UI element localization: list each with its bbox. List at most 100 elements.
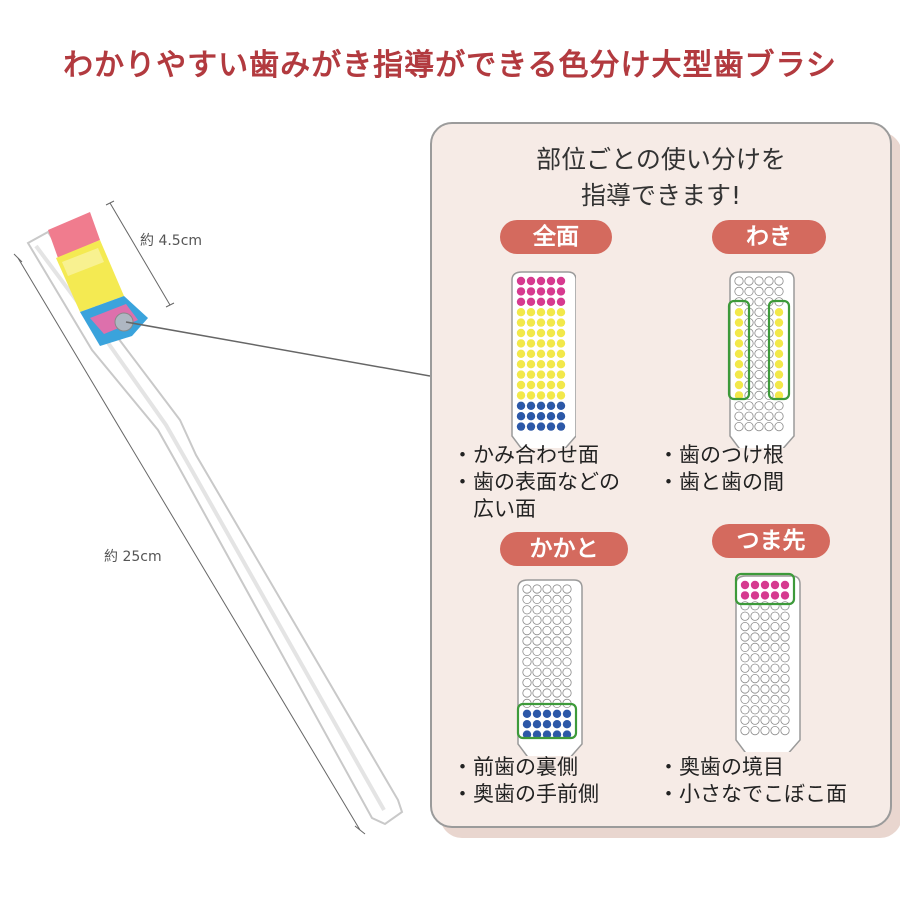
length-dimension-line [17,257,361,831]
bristle-dot [780,632,790,642]
bristle-dot [546,276,556,286]
bristle-dot [546,391,556,400]
bristle-dot [536,360,546,369]
bristle-dot [770,705,780,715]
bristle-dot [546,401,556,410]
bristle-dot [740,621,750,632]
bristle-dot [532,605,542,615]
bristle-dot [734,370,744,379]
bristle-dot [780,611,790,621]
bristle-dot [552,678,562,688]
bristle-dot [760,611,770,621]
bristle-dot [556,370,566,379]
bristle-dot [522,636,532,646]
bristle-dot [780,726,790,736]
bristle-dot [556,391,566,400]
bristle-dot [740,663,750,673]
section-label-tsumasaki: つま先 [712,524,830,558]
bristle-dot [536,297,546,306]
bristle-dot [754,380,764,390]
bristle-dot [532,709,542,718]
bristle-dot [734,391,744,400]
bristle-dot [750,591,760,600]
bristle-dot [760,684,770,694]
bristle-dot [532,657,542,667]
bristle-dot [522,584,532,594]
bristle-dot [734,308,744,317]
bullet-item: ・小さなでこぼこ面 [658,782,847,806]
bristle-dot [780,601,790,611]
bristle-dot [552,667,562,677]
bristle-dot [562,657,572,667]
bristle-dot [770,653,780,663]
bristle-dot [552,594,562,604]
bristle-dot [532,615,542,625]
bristle-dot [750,674,760,684]
bristle-dot [556,287,566,296]
bristle-dot [740,591,750,600]
bristle-dot [750,653,760,663]
bristle-dot [764,422,774,432]
bristle-dot [552,605,562,615]
panel-heading-line1: 部位ごとの使い分けを [536,145,786,174]
bristle-dot [780,621,790,632]
bristle-dot [774,411,784,421]
bristle-dot [556,308,566,317]
bullets-zenmen: ・かみ合わせ面 ・歯の表面などの 広い面 [452,442,620,523]
bristle-dot [516,276,526,286]
bristle-dot [740,705,750,715]
bristle-dot [780,653,790,663]
bristle-dot [516,391,526,400]
bristle-dot [760,653,770,663]
highlight-box [767,299,791,401]
bristle-dot [770,611,780,621]
bristle-dot [532,625,542,636]
bristle-dot [516,328,526,338]
bristle-dot [750,621,760,632]
bristle-dot [526,328,536,338]
bristle-dot [734,360,744,369]
bristle-dot [780,663,790,673]
bristle-dot [774,380,784,390]
bristle-dot [556,412,566,421]
bristle-dot [526,380,536,390]
bristle-dot [562,615,572,625]
bristle-dot [516,318,526,327]
bristle-dot [760,726,770,736]
bristle-dot [552,720,562,729]
bristle-dot [740,580,750,590]
bristle-dot [774,370,784,379]
bristle-dot [760,694,770,705]
bristle-dot [546,380,556,390]
bristle-dot [556,360,566,369]
bristle-dot [516,308,526,317]
bristle-dot [516,401,526,410]
bristle-dot [750,632,760,642]
bullet-item: ・歯と歯の間 [658,470,784,494]
bullet-item: ・奥歯の境目 [658,755,784,779]
bristle-dot [556,276,566,286]
bristle-dot [734,339,744,348]
bristle-dot [526,297,536,306]
bristle-dot [744,411,754,421]
bristle-dot [734,286,744,296]
bristle-dot [750,611,760,621]
bristle-dot [526,287,536,296]
bristle-dot [774,349,784,358]
bristle-dot [750,726,760,736]
bristle-dot [780,694,790,705]
bristle-dot [542,615,552,625]
bristle-dot [754,390,764,401]
bristle-dot [760,705,770,715]
bristle-dot [562,646,572,657]
bristle-dot [522,667,532,677]
bristle-dot [562,605,572,615]
bristle-dot [526,401,536,410]
bristle-dot [562,709,572,718]
bristle-dot [750,694,760,705]
length-label: 約 25cm [104,549,162,565]
bristle-dot [542,584,552,594]
bristle-dot [556,297,566,306]
bristle-dot [556,328,566,338]
bristle-dot [734,380,744,390]
